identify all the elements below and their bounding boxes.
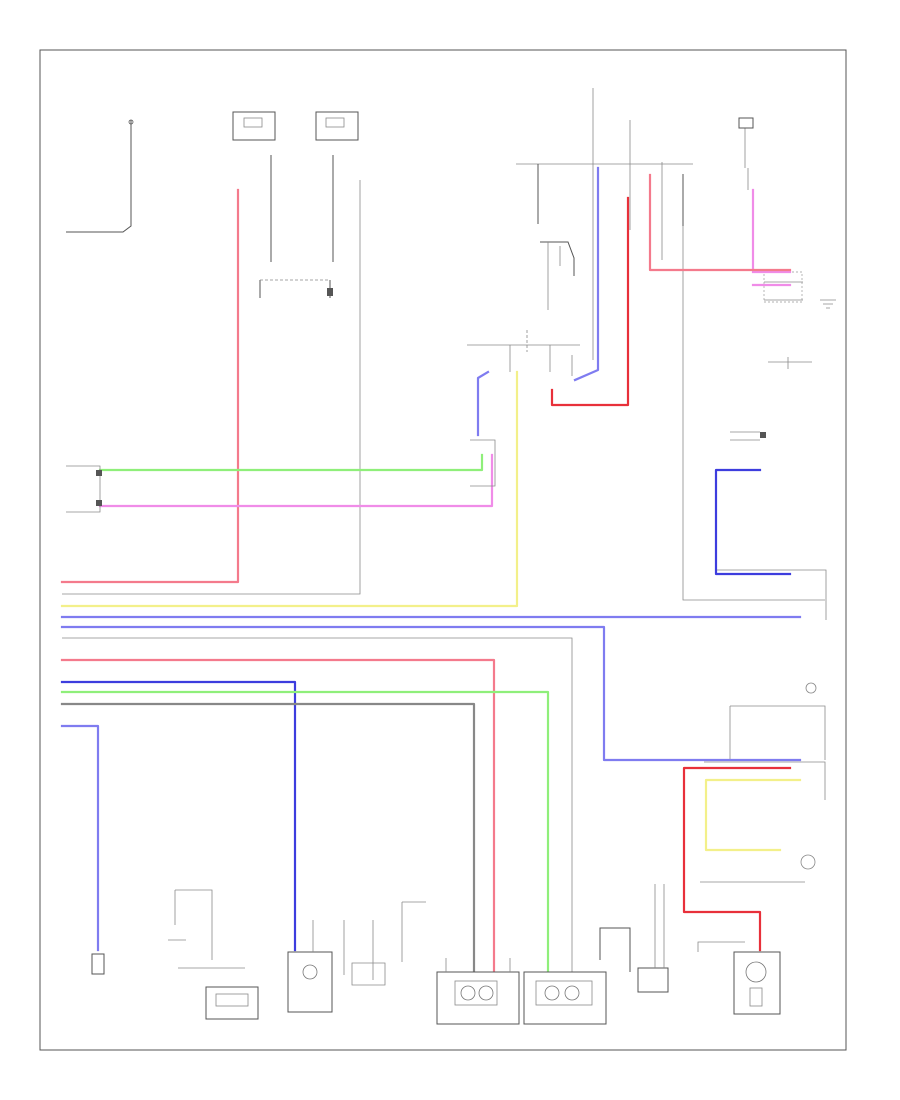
wire-yellow-long (60, 370, 519, 608)
wire-red-right-relay (648, 173, 792, 272)
wire-gray-h (62, 637, 573, 1000)
mid-left-components (66, 439, 496, 513)
wire-yellow-lower-right (704, 778, 802, 852)
wire-blue-h2 (60, 625, 802, 762)
wire-blue-top (573, 166, 600, 382)
diagram-frame (39, 49, 847, 1051)
wire-green-mid (98, 453, 484, 472)
wire-black-left (62, 180, 361, 595)
wire-green-lower (60, 690, 550, 977)
wire-red-lower (60, 658, 496, 977)
wire-darkred-top (550, 196, 630, 407)
top-left-feeds (66, 111, 359, 298)
wire-pink-right (751, 188, 792, 287)
wire-black-lower (60, 702, 476, 977)
ground-stubs (820, 299, 836, 309)
wire-darkblue-right (714, 468, 792, 576)
wire-red-left (60, 188, 240, 584)
wire-pink-mid (98, 453, 494, 508)
wire-blue-mid (476, 370, 490, 437)
wire-darkblue-lower (60, 680, 297, 952)
wire-blue-lower-left (60, 724, 100, 952)
top-center-relays (467, 88, 825, 601)
bottom-components (91, 884, 781, 1025)
wire-red-lower-right (682, 766, 792, 952)
right-side-blocks (700, 271, 827, 883)
